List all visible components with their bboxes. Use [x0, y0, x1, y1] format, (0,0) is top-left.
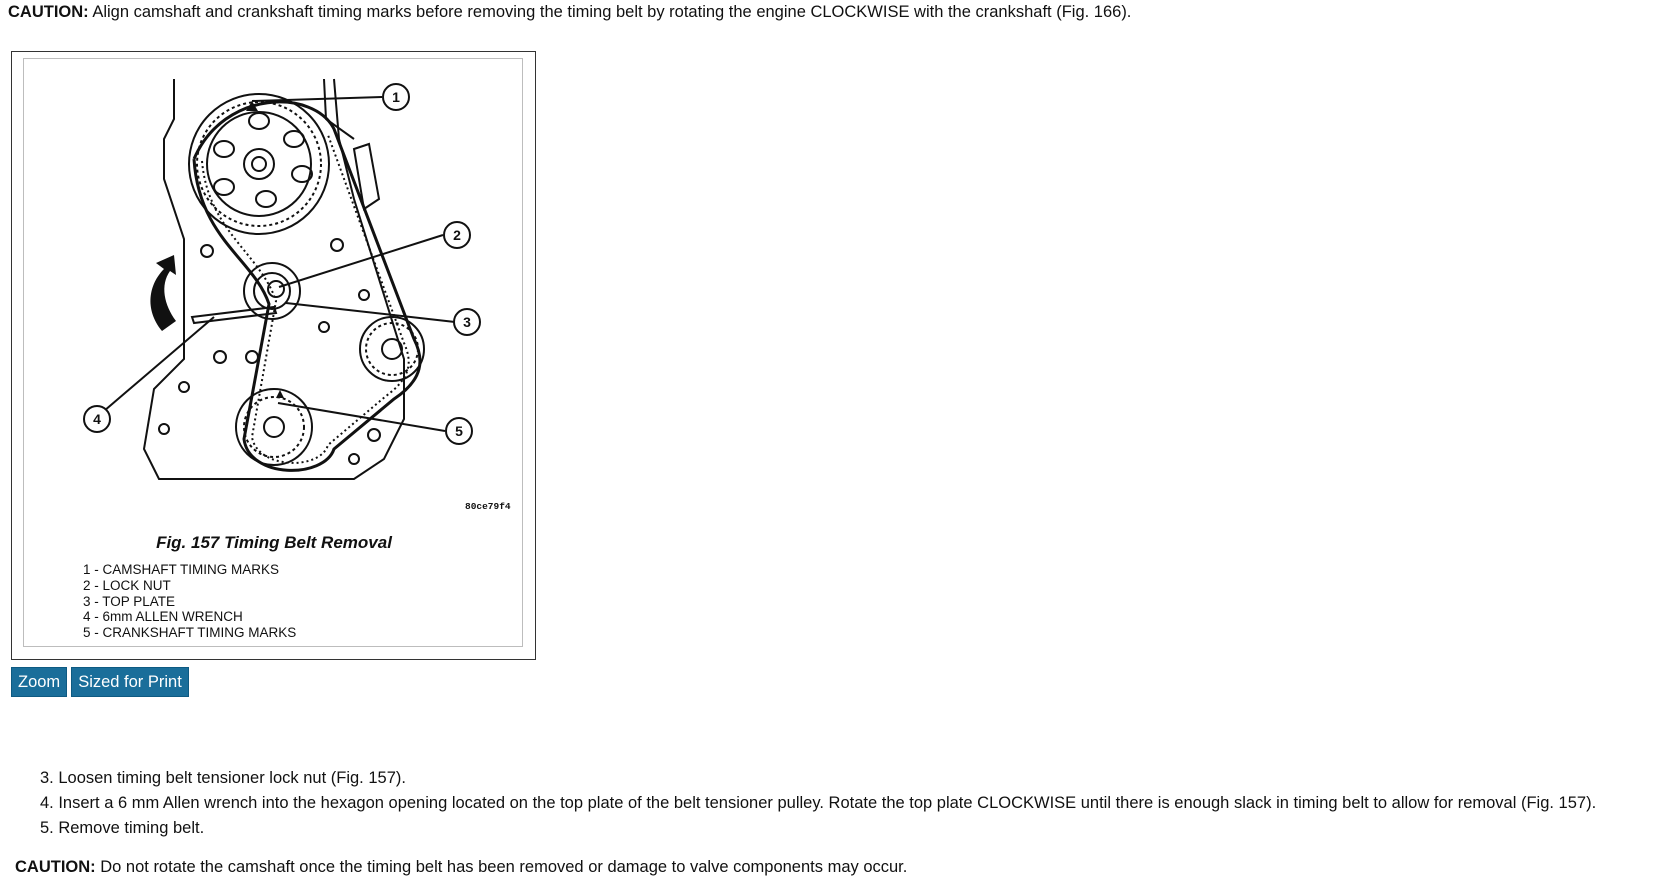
callout-circle-5 [445, 417, 473, 445]
sized-for-print-button[interactable]: Sized for Print [71, 667, 189, 697]
allen-wrench [190, 305, 278, 325]
legend-item: 2 - LOCK NUT [83, 577, 171, 593]
tensioner-pulley [243, 262, 301, 320]
step-item: 4. Insert a 6 mm Allen wrench into the h… [40, 794, 1597, 812]
callout-label-3: 3 [463, 314, 471, 330]
callout-label-1: 1 [392, 89, 400, 105]
figure-caption: Fig. 157 Timing Belt Removal [156, 533, 392, 552]
legend-item: 3 - TOP PLATE [83, 593, 176, 609]
callout-circle-1 [382, 83, 410, 111]
caution-label: CAUTION: [15, 858, 96, 876]
caution-text: Align camshaft and crankshaft timing mar… [88, 3, 1132, 21]
figure-id-code: 80ce79f4 [465, 501, 511, 512]
timing-belt [192, 100, 422, 472]
callout-circle-2 [443, 221, 471, 249]
callout-label-4: 4 [93, 411, 101, 427]
figure-buttons: Zoom Sized for Print [11, 667, 189, 697]
engine-block-outline [142, 78, 405, 480]
camshaft-sprocket [188, 93, 330, 235]
callout-label-5: 5 [455, 423, 463, 439]
figure-container: 1 2 3 4 5 80ce79f4 Fig. 157 Timing Belt … [11, 51, 536, 660]
crankshaft-sprocket [235, 388, 313, 466]
figure-legend: 1 - CAMSHAFT TIMING MARKS 2 - LOCK NUT 3… [83, 562, 296, 641]
legend-item: 5 - CRANKSHAFT TIMING MARKS [83, 625, 297, 641]
caution-bottom: CAUTION: Do not rotate the camshaft once… [15, 857, 907, 877]
callout-circle-3 [453, 308, 481, 336]
procedure-steps: 3. Loosen timing belt tensioner lock nut… [40, 766, 1596, 841]
caution-text: Do not rotate the camshaft once the timi… [95, 858, 908, 876]
callout-circle-4 [83, 405, 111, 433]
step-item: 5. Remove timing belt. [40, 819, 205, 837]
caution-label: CAUTION: [8, 3, 89, 21]
camshaft-timing-mark [246, 101, 258, 111]
legend-item: 4 - 6mm ALLEN WRENCH [83, 609, 243, 625]
idler-sprocket [359, 316, 425, 382]
caution-top: CAUTION: Align camshaft and crankshaft t… [8, 2, 1131, 22]
timing-belt-diagram: 1 2 3 4 5 [83, 78, 481, 480]
crankshaft-timing-mark [276, 390, 284, 398]
legend-item: 1 - CAMSHAFT TIMING MARKS [83, 562, 280, 577]
zoom-button[interactable]: Zoom [11, 667, 68, 697]
rotation-arrow-icon [150, 255, 176, 331]
figure-frame: 1 2 3 4 5 80ce79f4 Fig. 157 Timing Belt … [23, 58, 523, 647]
step-item: 3. Loosen timing belt tensioner lock nut… [40, 769, 406, 787]
callout-label-2: 2 [453, 227, 461, 243]
